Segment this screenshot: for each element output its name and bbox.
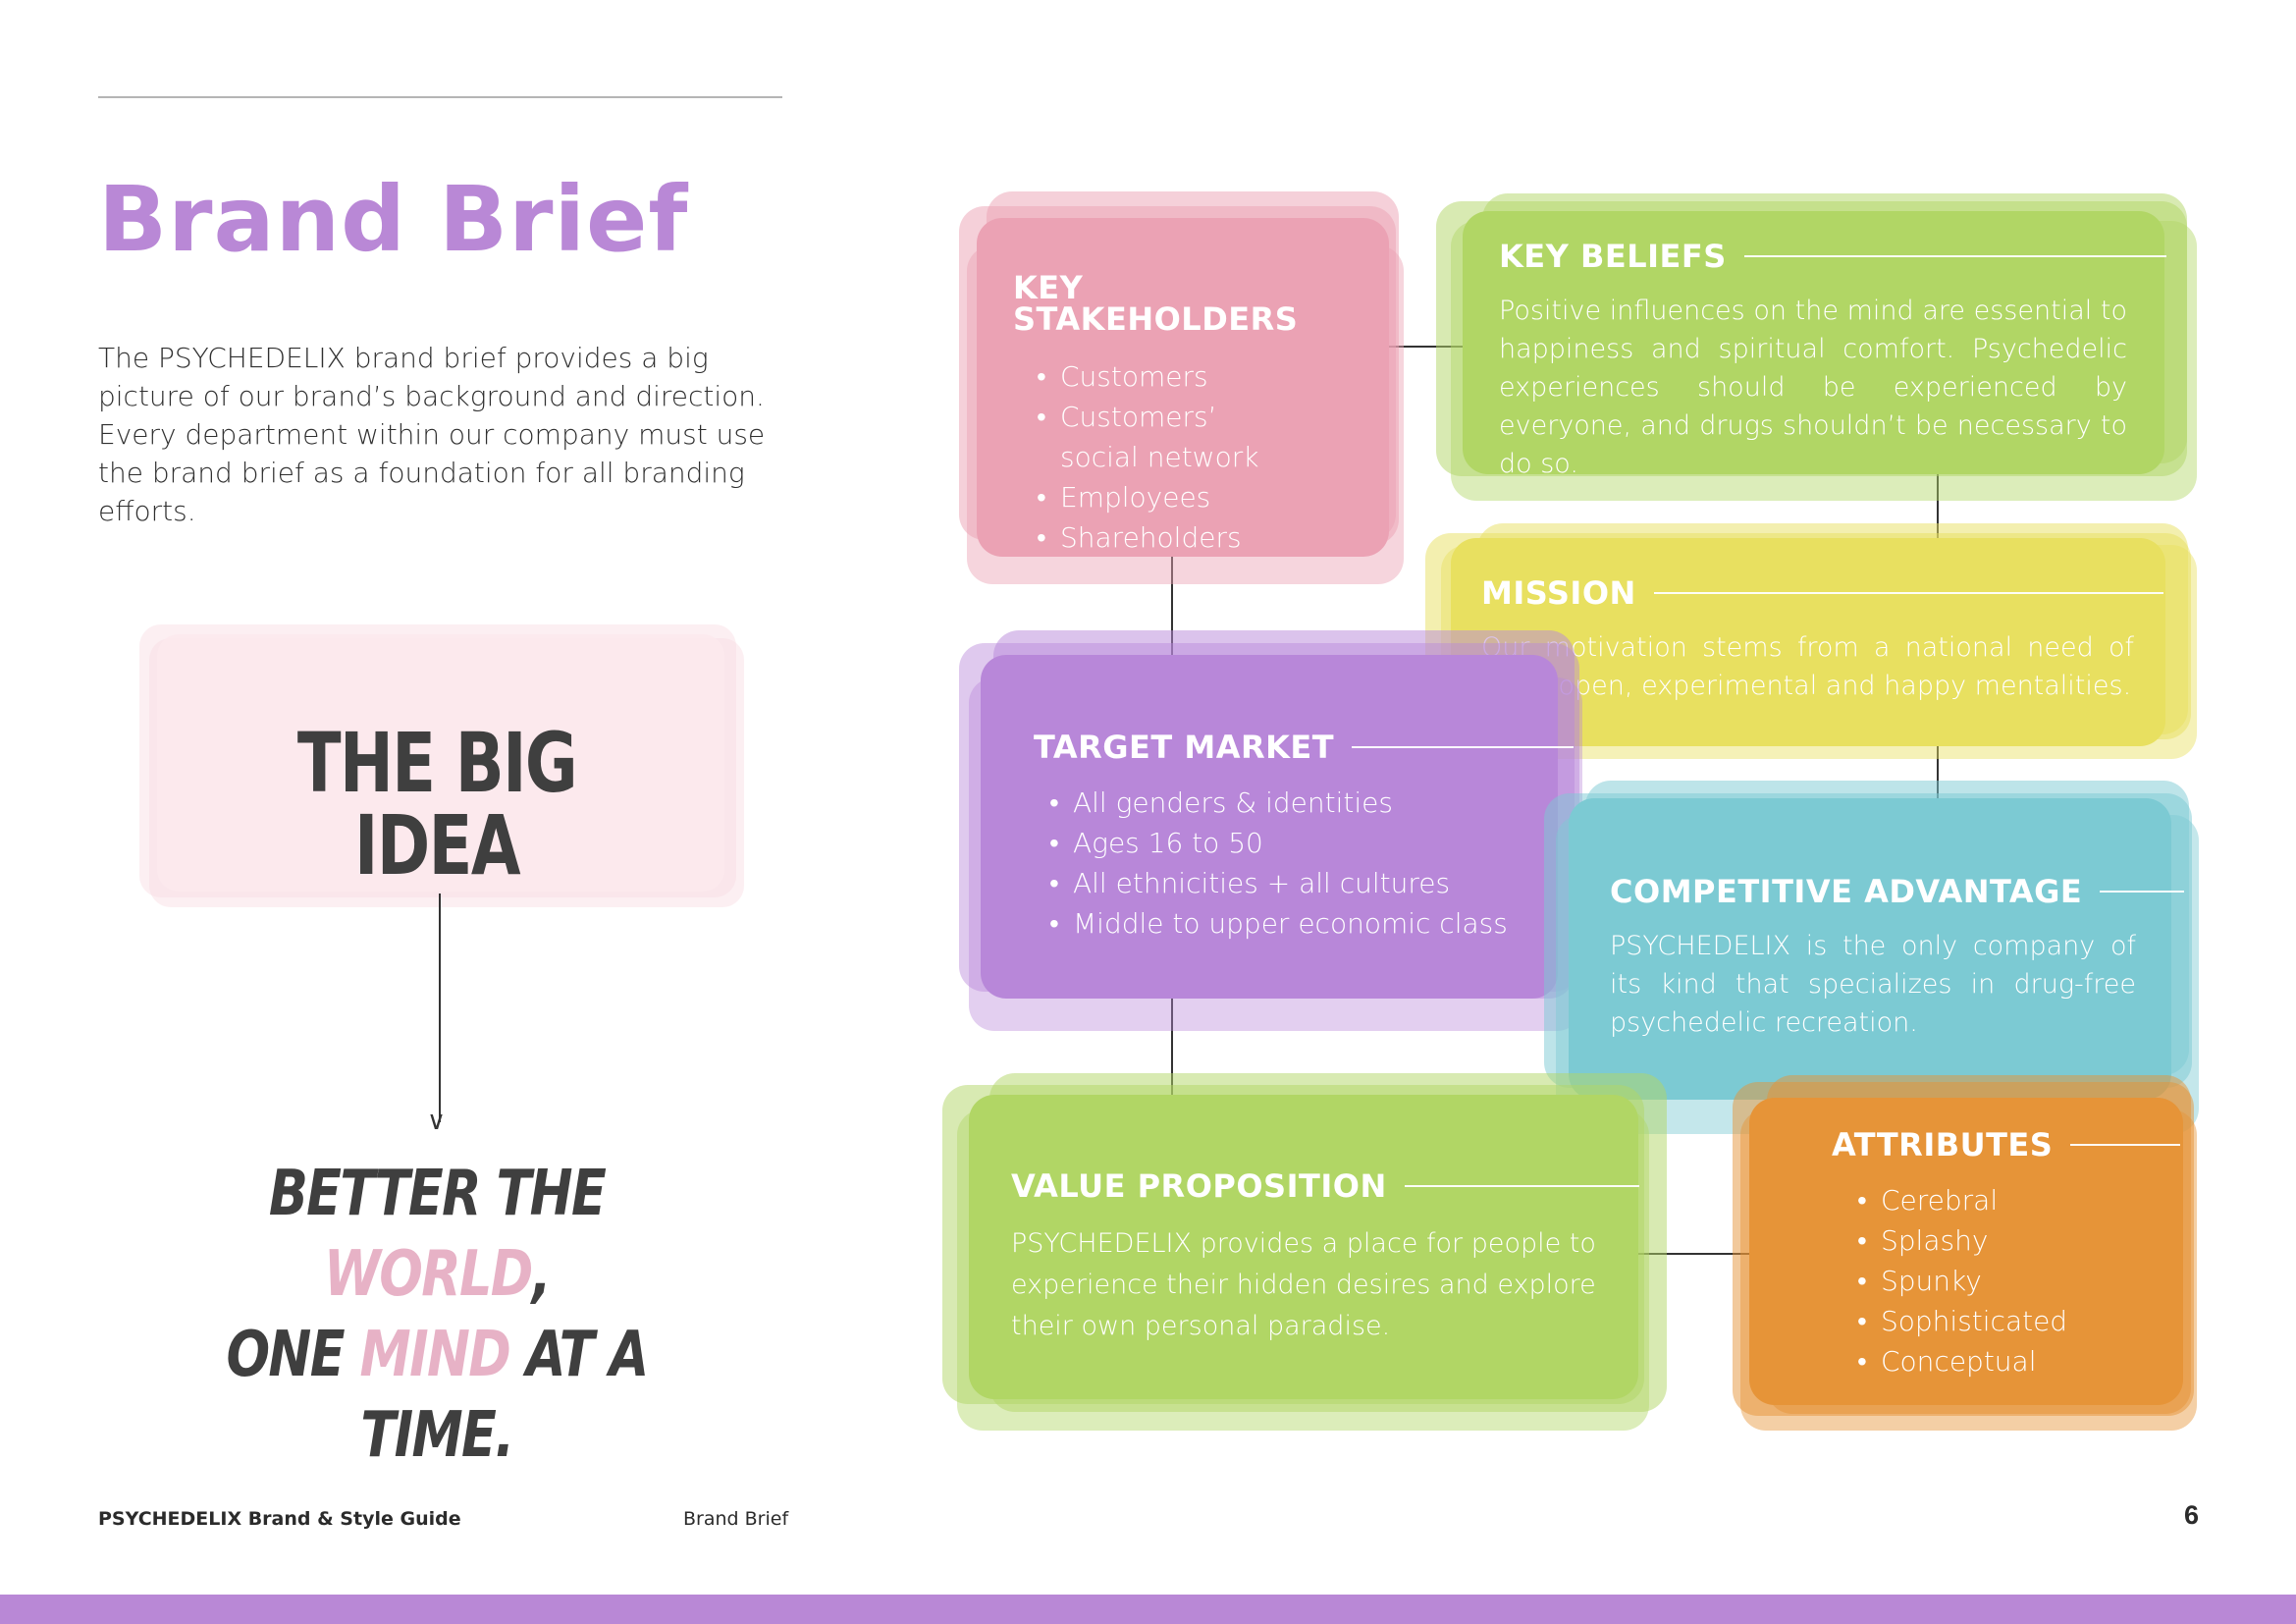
heading-rule (2070, 1144, 2180, 1146)
intro-paragraph: The PSYCHEDELIX brand brief provides a b… (98, 342, 766, 527)
target-market-heading: TARGET MARKET (1034, 731, 1574, 763)
list-item: Sophisticated (1857, 1301, 2180, 1341)
key-stakeholders-heading: KEY STAKEHOLDERS (1013, 269, 1299, 338)
value-proposition-heading: VALUE PROPOSITION (1011, 1170, 1639, 1202)
connector-target-value (1171, 999, 1173, 1097)
heading-rule (1404, 1185, 1639, 1187)
mission-heading: MISSION (1481, 577, 2163, 609)
list-item: All ethnicities + all cultures (1049, 863, 1574, 903)
tagline: BETTER THE WORLD, ONE MIND AT A TIME. (184, 1154, 691, 1476)
tagline-line-1: BETTER THE WORLD, (268, 1158, 607, 1311)
bottom-accent-bar (0, 1595, 2296, 1624)
arrow-down-icon: ∨ (427, 1106, 447, 1135)
list-item: Customers’ (1037, 397, 1386, 437)
tagline-line-2: ONE MIND AT A TIME. (226, 1319, 649, 1472)
list-item: Middle to upper economic class (1049, 903, 1574, 944)
list-item: Customers (1037, 356, 1386, 397)
list-item: Shareholders (1037, 517, 1386, 558)
list-item: Conceptual (1857, 1341, 2180, 1381)
connector-stakeholders-target (1171, 555, 1173, 658)
footer-brand: PSYCHEDELIX Brand & Style Guide (98, 1508, 461, 1530)
list-item: Ages 16 to 50 (1049, 823, 1574, 863)
heading-rule (1352, 746, 1574, 748)
page-title: Brand Brief (98, 167, 689, 272)
list-item: Cerebral (1857, 1180, 2180, 1220)
top-divider (98, 96, 782, 98)
key-beliefs-text: Positive influences on the mind are esse… (1499, 296, 2127, 479)
heading-rule (1743, 255, 2166, 257)
list-item: Splashy (1857, 1220, 2180, 1261)
list-item: All genders & identities (1049, 783, 1574, 823)
list-item: social network (1060, 441, 1259, 473)
page-number: 6 (2183, 1500, 2199, 1530)
connector-value-attributes (1634, 1253, 1750, 1255)
competitive-advantage-text: PSYCHEDELIX is the only company of its k… (1610, 931, 2136, 1038)
value-proposition-text: PSYCHEDELIX provides a place for people … (1011, 1228, 1596, 1341)
heading-rule (2100, 891, 2184, 893)
footer-section: Brand Brief (683, 1508, 789, 1530)
list-item: Spunky (1857, 1261, 2180, 1301)
key-beliefs-heading: KEY BELIEFS (1499, 241, 2166, 272)
idea-arrow-line (439, 893, 441, 1122)
big-idea-title: THE BIG IDEA (296, 715, 578, 893)
heading-rule (1653, 592, 2163, 594)
mission-text: Our motivation stems from a national nee… (1481, 632, 2134, 701)
connector-mission-advantage (1937, 746, 1939, 803)
connector-stakeholders-beliefs (1384, 346, 1463, 348)
attributes-heading: ATTRIBUTES (1832, 1129, 2180, 1161)
competitive-advantage-heading: COMPETITIVE ADVANTAGE (1610, 876, 2184, 907)
connector-beliefs-mission (1937, 473, 1939, 538)
list-item: Employees (1037, 477, 1386, 517)
